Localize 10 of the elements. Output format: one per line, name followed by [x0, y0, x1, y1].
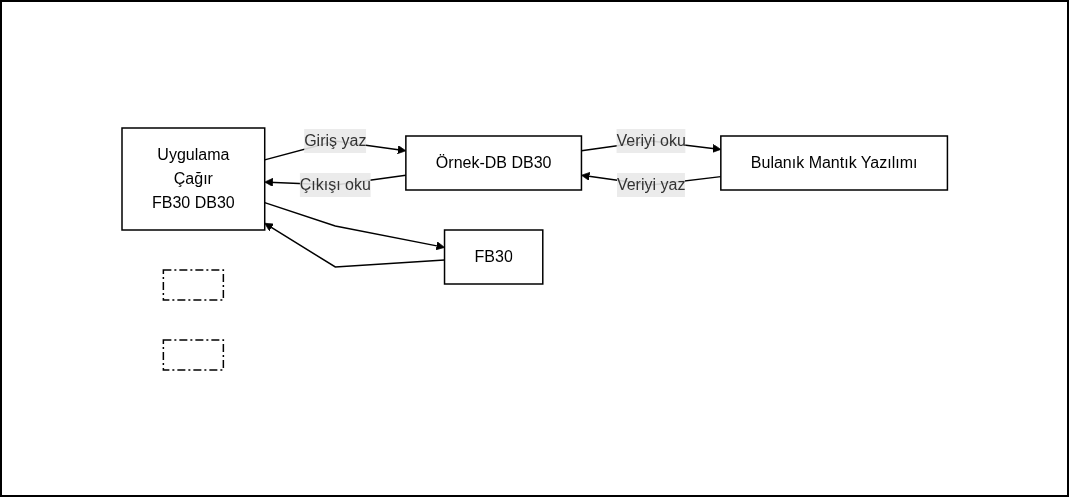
edge-label: Giriş yaz [303, 131, 367, 149]
node-box [162, 268, 224, 301]
node-box: Örnek-DB DB30 [404, 134, 582, 191]
node-box: Uygulama Çağır FB30 DB30 [121, 126, 266, 231]
edge-label: Veriyi yaz [616, 175, 686, 193]
node-box: FB30 [443, 228, 544, 285]
edge-label: Veriyi oku [616, 131, 686, 149]
node-box: Bulanık Mantık Yazılımı [719, 134, 948, 191]
edge-label: Çıkışı oku [299, 175, 371, 193]
node-box [162, 338, 224, 371]
